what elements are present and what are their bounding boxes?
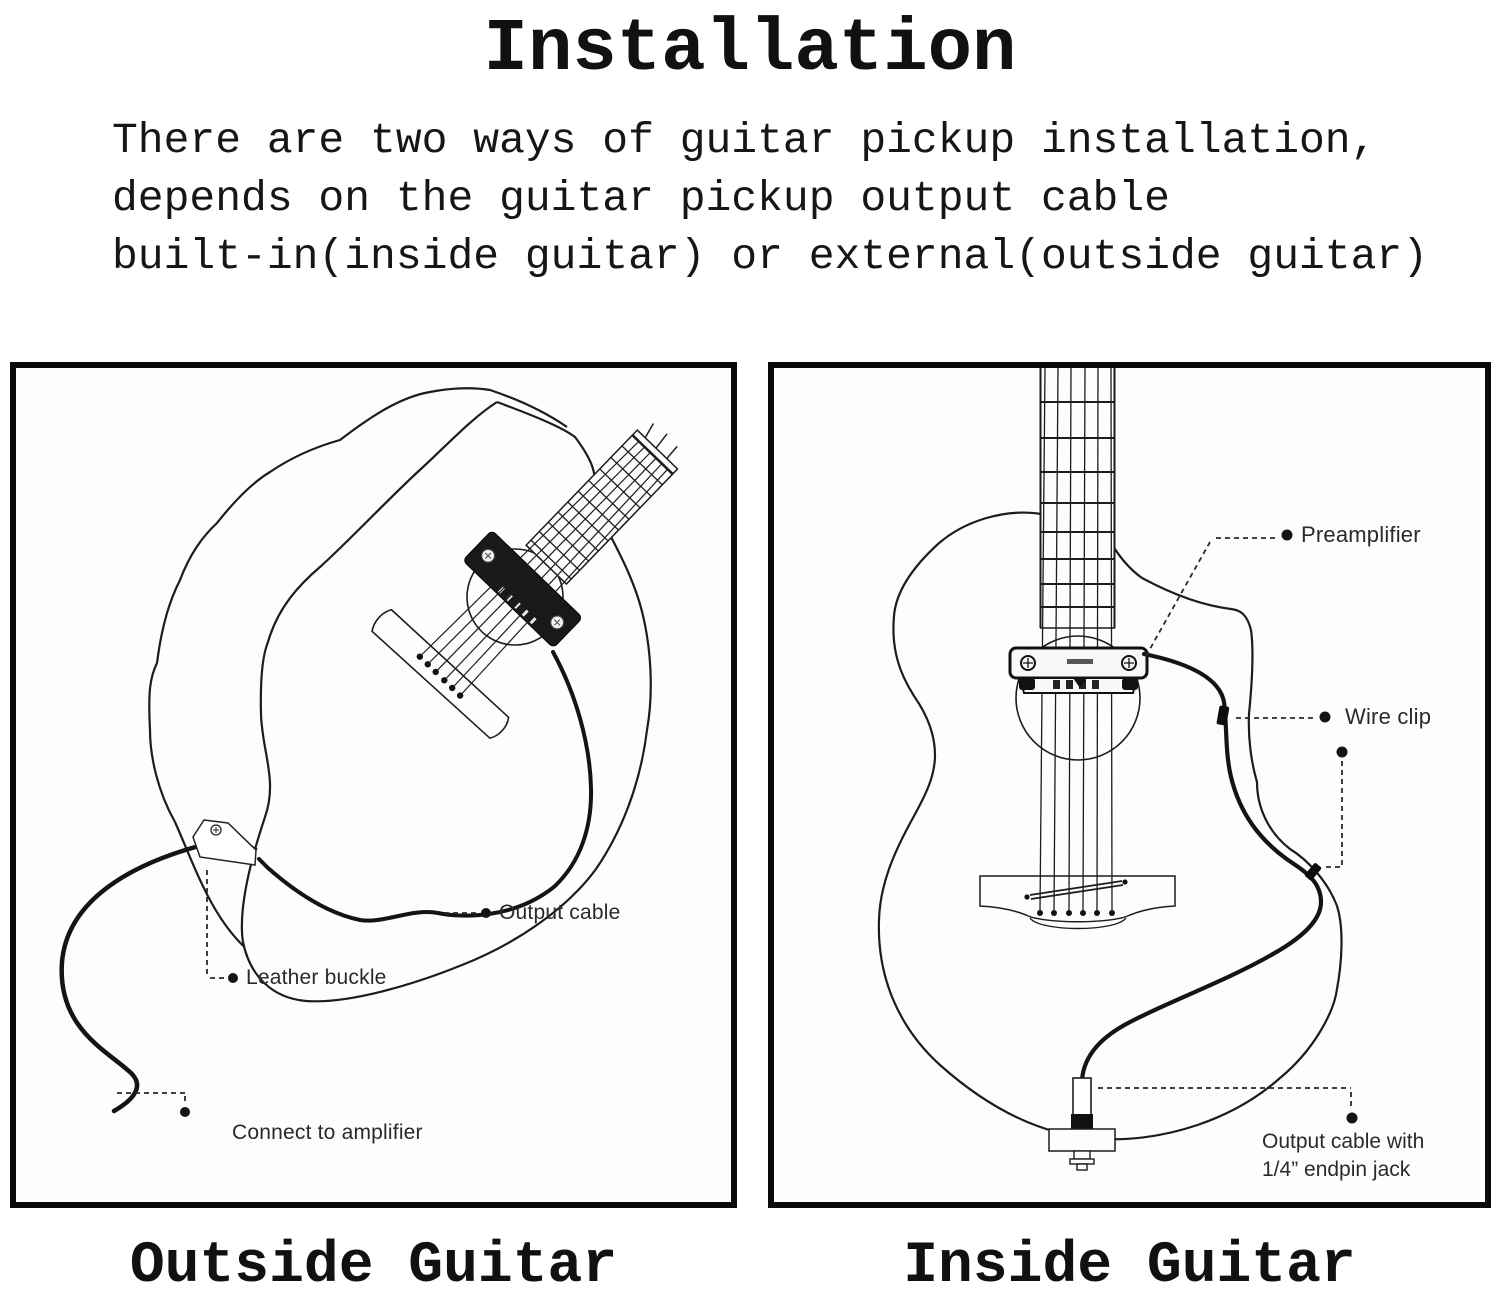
panel-outside-guitar (10, 362, 737, 1208)
output-cable-line (257, 650, 594, 923)
intro-line-1: There are two ways of guitar pickup inst… (112, 116, 1377, 165)
internal-cable-line (1079, 651, 1324, 1083)
leader-dot (481, 908, 491, 918)
guitar-top-assembly (371, 423, 679, 740)
label-output-cable: Output cable (499, 901, 621, 924)
fretboard (1039, 368, 1116, 629)
fretboard (525, 423, 679, 586)
leader-lines (1098, 529, 1358, 1124)
wire-clip-marker-2 (1304, 863, 1322, 881)
leader-dot (1319, 711, 1331, 723)
guitar-body-outline (877, 511, 1343, 1141)
leader-dot (1336, 746, 1348, 758)
soundhole-pickup (464, 531, 581, 647)
intro-line-2: depends on the guitar pickup output cabl… (112, 174, 1170, 223)
bridge-pins (1037, 910, 1115, 916)
tuner-marks (644, 423, 678, 460)
leader-dot (180, 1107, 190, 1117)
outside-guitar-drawing (10, 362, 737, 1208)
saddle (1024, 879, 1128, 900)
label-leather-buckle: Leather buckle (246, 966, 387, 989)
strings (421, 440, 669, 694)
label-connect-amplifier: Connect to amplifier (232, 1121, 423, 1144)
strings (1039, 367, 1113, 911)
leader-dot (1281, 529, 1293, 541)
label-output-endpin-line1: Output cable with (1262, 1130, 1425, 1153)
wire-clip-marker (1216, 705, 1230, 726)
amplifier-cable-line (59, 843, 202, 1114)
label-preamplifier: Preamplifier (1301, 522, 1421, 547)
caption-outside-guitar: Outside Guitar (129, 1234, 618, 1299)
leather-buckle-jack (192, 819, 258, 866)
soundhole-pickup (1008, 646, 1149, 694)
bridge-pins (416, 653, 464, 699)
page-title: Installation (483, 8, 1017, 92)
leader-dot (228, 973, 238, 983)
inside-guitar-drawing (768, 362, 1491, 1208)
buckle-plate (192, 819, 257, 866)
bridge (371, 608, 510, 740)
leader-dot (1346, 1112, 1358, 1124)
pickup-brand-mark (1067, 659, 1093, 664)
caption-inside-guitar: Inside Guitar (903, 1234, 1356, 1299)
bridge (979, 875, 1176, 930)
label-output-endpin: Output cable with 1/4” endpin jack (1262, 1128, 1424, 1184)
leader-lines (117, 870, 491, 1117)
pickup-screws (481, 548, 565, 630)
label-output-endpin-line2: 1/4” endpin jack (1262, 1158, 1411, 1181)
intro-line-3: built-in(inside guitar) or external(outs… (112, 232, 1429, 281)
label-wire-clip: Wire clip (1345, 704, 1432, 729)
soundhole (1015, 635, 1141, 761)
intro-paragraph: There are two ways of guitar pickup inst… (112, 112, 1452, 286)
endpin-jack (1048, 1077, 1116, 1171)
panel-inside-guitar (768, 362, 1491, 1208)
